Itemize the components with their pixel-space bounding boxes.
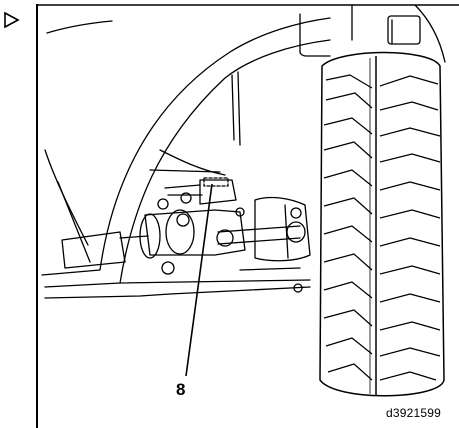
vehicle-body <box>41 4 446 299</box>
figure-id: d3921599 <box>386 406 441 420</box>
callout-label: 8 <box>176 380 186 399</box>
tire <box>319 51 445 397</box>
tire-tread <box>323 74 441 381</box>
callout-leader-line <box>185 183 213 377</box>
axle-assembly <box>61 177 311 293</box>
triangle-right-outline-icon <box>4 11 20 29</box>
